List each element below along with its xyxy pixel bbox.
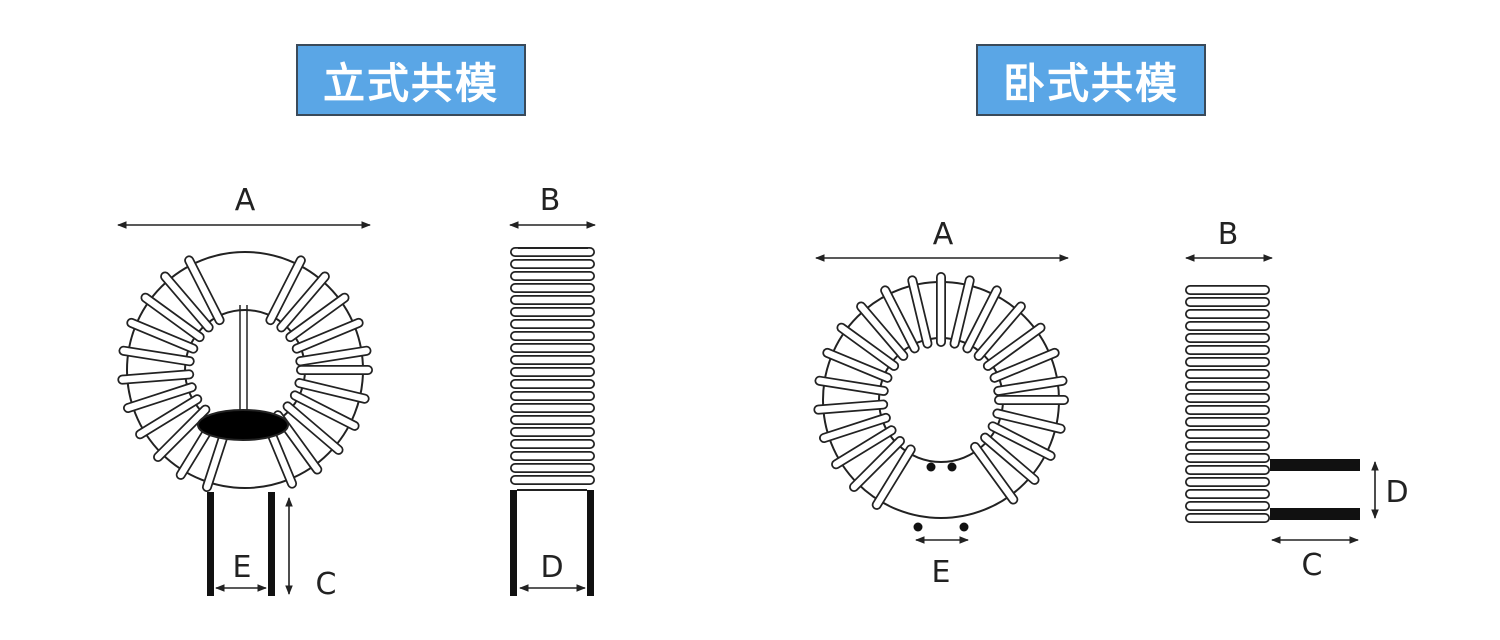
lead-wire bbox=[1270, 459, 1360, 471]
winding-turn-fill bbox=[120, 347, 193, 365]
winding-turn-fill bbox=[128, 319, 197, 352]
label-b-horizontal: B bbox=[1218, 217, 1239, 252]
lead-wire bbox=[1270, 508, 1360, 520]
winding-turn-fill bbox=[284, 403, 342, 454]
label-b-vertical: B bbox=[540, 183, 561, 218]
winding-turn-fill bbox=[994, 410, 1064, 432]
vertical-type-title: 立式共模 bbox=[296, 44, 526, 116]
label-c-vertical: C bbox=[316, 567, 337, 602]
winding-turn-fill bbox=[291, 392, 358, 430]
winding-turn-fill bbox=[278, 273, 329, 331]
lead-wire bbox=[268, 492, 275, 596]
winding-turn-fill bbox=[873, 446, 914, 509]
winding-turn-fill bbox=[815, 401, 887, 413]
label-d-horizontal: D bbox=[1385, 475, 1408, 510]
winding-turn-fill bbox=[119, 371, 193, 383]
winding-turn-fill bbox=[991, 349, 1058, 382]
winding-turn-fill bbox=[124, 384, 195, 412]
lead-wire bbox=[207, 492, 214, 596]
winding-turn-fill bbox=[820, 414, 890, 442]
lead-wire bbox=[510, 490, 517, 596]
winding-turn-fill bbox=[185, 257, 223, 324]
lead-end-dot bbox=[947, 462, 957, 472]
winding-turn-fill bbox=[951, 277, 973, 347]
winding-turn-fill bbox=[832, 427, 895, 468]
label-e-horizontal: E bbox=[932, 555, 951, 590]
label-a-vertical: A bbox=[235, 183, 256, 218]
winding-turn-fill bbox=[293, 319, 362, 352]
label-d-vertical: D bbox=[540, 550, 563, 585]
winding-turn-fill bbox=[297, 347, 370, 365]
winding-turn-fill bbox=[296, 379, 368, 402]
winding-turn-fill bbox=[161, 273, 212, 331]
winding-turn-fill bbox=[981, 434, 1038, 484]
winding-turn-fill bbox=[838, 324, 898, 370]
lead-end-dot bbox=[913, 522, 923, 532]
winding-turn-fill bbox=[142, 294, 203, 341]
lead-end-dot bbox=[959, 522, 969, 532]
winding-turn-fill bbox=[816, 377, 887, 395]
winding-turn-fill bbox=[850, 437, 904, 491]
label-e-vertical: E bbox=[233, 550, 252, 585]
winding-turn-fill bbox=[984, 324, 1044, 370]
winding-turn-fill bbox=[824, 349, 891, 382]
label-c-horizontal: C bbox=[1302, 548, 1323, 583]
horizontal-type-title: 卧式共模 bbox=[976, 44, 1206, 116]
winding-turn-fill bbox=[995, 377, 1066, 395]
winding-turn-fill bbox=[964, 287, 1001, 352]
winding-turn-fill bbox=[857, 303, 907, 360]
winding-turn-fill bbox=[267, 257, 305, 324]
winding-turn-fill bbox=[909, 277, 931, 347]
label-a-horizontal: A bbox=[933, 217, 954, 252]
winding-turn-fill bbox=[975, 303, 1025, 360]
winding-turn-fill bbox=[136, 396, 201, 438]
winding-turn-fill bbox=[287, 294, 348, 341]
insulating-plate bbox=[197, 409, 289, 441]
winding-turn-fill bbox=[881, 287, 918, 352]
lead-end-dot bbox=[926, 462, 936, 472]
winding-turn-fill bbox=[989, 423, 1054, 460]
winding-turn-fill bbox=[971, 443, 1017, 503]
lead-wire bbox=[587, 490, 594, 596]
winding-turn-fill bbox=[154, 406, 209, 461]
